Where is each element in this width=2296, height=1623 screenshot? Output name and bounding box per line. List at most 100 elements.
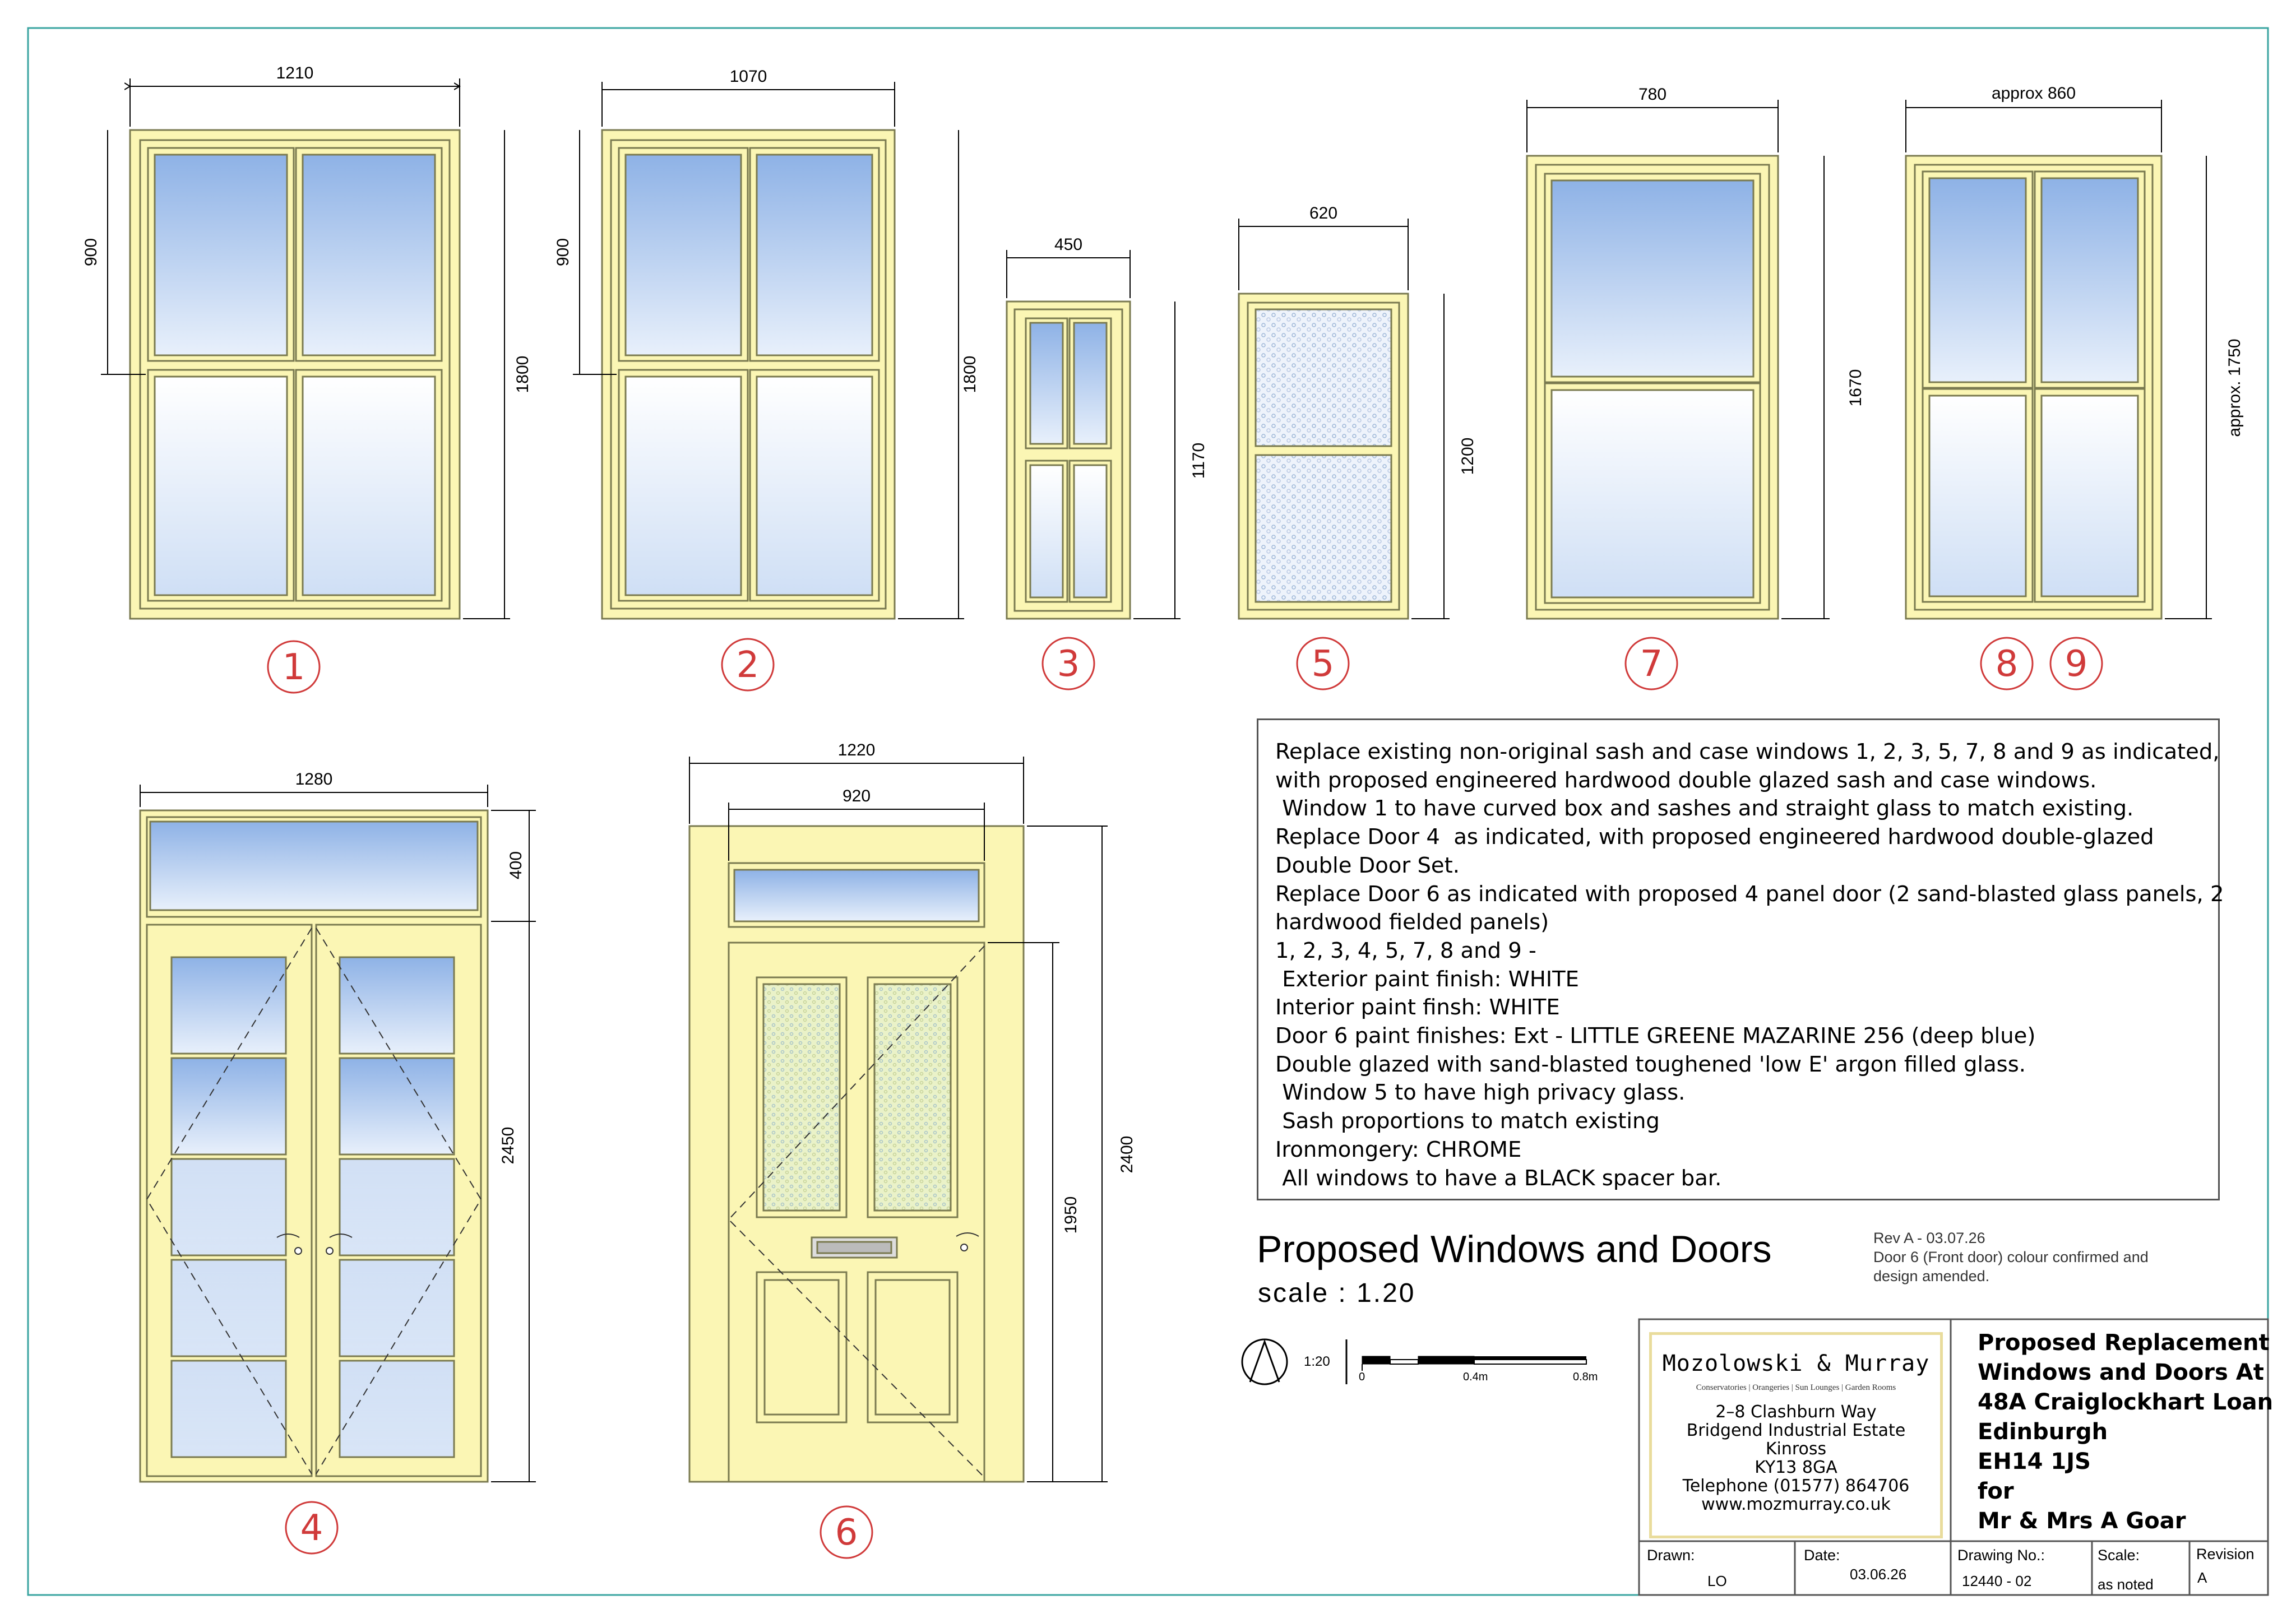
sheet-border bbox=[27, 27, 2269, 1596]
note-line: Double Door Set. bbox=[1275, 852, 1460, 878]
label-3: 3 bbox=[1057, 643, 1080, 685]
address-line: 2–8 Clashburn Way bbox=[1715, 1402, 1877, 1422]
dim-d4-height: 2450 bbox=[499, 1127, 517, 1165]
address-line: KY13 8GA bbox=[1755, 1458, 1837, 1477]
dim-w89-width: approx 860 bbox=[1992, 84, 2076, 103]
drawing-title: Proposed Windows and Doors bbox=[1257, 1228, 1772, 1270]
window-7 bbox=[1526, 155, 1779, 620]
dim-w7-height: 1670 bbox=[1846, 369, 1865, 407]
address-line: Kinross bbox=[1765, 1439, 1827, 1459]
client-line: EH14 1JS bbox=[1978, 1449, 2091, 1474]
note-line: Replace Door 4 as indicated, with propos… bbox=[1275, 824, 2154, 850]
dim-d6-height: 2400 bbox=[1118, 1136, 1136, 1174]
scale-tick-0: 0 bbox=[1359, 1371, 1365, 1383]
dim-w89-height: approx. 1750 bbox=[2225, 338, 2244, 437]
note-line: Sash proportions to match existing bbox=[1275, 1109, 1660, 1134]
label-8: 8 bbox=[1996, 643, 2019, 685]
client-line: Windows and Doors At bbox=[1978, 1360, 2264, 1385]
revision-note: Rev A - 03.07.26 Door 6 (Front door) col… bbox=[1873, 1228, 2149, 1286]
dim-w1-top: 900 bbox=[82, 238, 100, 266]
door-4 bbox=[139, 809, 489, 1483]
note-line: hardwood fielded panels) bbox=[1275, 910, 1549, 935]
company-box: Mozolowski & Murray Conservatories | Ora… bbox=[1649, 1332, 1943, 1538]
revision-line: Door 6 (Front door) colour confirmed and bbox=[1873, 1249, 2149, 1265]
note-line: 1, 2, 3, 4, 5, 7, 8 and 9 - bbox=[1275, 938, 1536, 963]
drawn-value: LO bbox=[1707, 1573, 1727, 1589]
dim-w5-width: 620 bbox=[1309, 204, 1337, 222]
note-line: Double glazed with sand-blasted toughene… bbox=[1275, 1051, 2026, 1077]
drawing-scale: scale : 1.20 bbox=[1258, 1278, 1416, 1308]
dim-d4-top: 400 bbox=[507, 851, 525, 879]
note-line: All windows to have a BLACK spacer bar. bbox=[1275, 1165, 1722, 1191]
company-address: 2–8 Clashburn Way Bridgend Industrial Es… bbox=[1652, 1403, 1940, 1514]
dim-w2-width: 1070 bbox=[730, 67, 767, 86]
scale-bar bbox=[1241, 1338, 1587, 1385]
note-line: with proposed engineered hardwood double… bbox=[1275, 767, 2097, 793]
dim-w7-width: 780 bbox=[1638, 85, 1667, 104]
scale-tick-2: 0.8m bbox=[1573, 1371, 1598, 1383]
window-5 bbox=[1238, 293, 1409, 620]
drawing-no-value: 12440 - 02 bbox=[1962, 1573, 2032, 1589]
label-4: 4 bbox=[300, 1508, 323, 1549]
dim-w2-height: 1800 bbox=[961, 356, 979, 393]
label-1: 1 bbox=[283, 647, 305, 688]
client-line: Mr & Mrs A Goar bbox=[1978, 1508, 2186, 1534]
revision-value: A bbox=[2197, 1569, 2207, 1586]
window-3 bbox=[1006, 300, 1131, 620]
label-2: 2 bbox=[737, 644, 760, 686]
scale-ratio: 1:20 bbox=[1304, 1354, 1330, 1369]
dim-w1-height: 1800 bbox=[513, 356, 532, 393]
scale-tick-1: 0.4m bbox=[1463, 1371, 1488, 1383]
window-1 bbox=[129, 129, 461, 620]
revision-label: Revision bbox=[2196, 1546, 2255, 1562]
note-line: Door 6 paint finishes: Ext - LITTLE GREE… bbox=[1275, 1023, 2036, 1049]
scale-value: as noted bbox=[2098, 1576, 2154, 1593]
label-6: 6 bbox=[835, 1512, 858, 1554]
item-labels: 1 2 3 5 7 8 9 4 6 bbox=[267, 637, 2103, 1559]
specification-notes: Replace existing non-original sash and c… bbox=[1257, 718, 2224, 1200]
client-line: Proposed Replacement bbox=[1978, 1330, 2270, 1356]
dim-d6-leaf: 1950 bbox=[1062, 1197, 1080, 1234]
dimension-lines bbox=[101, 78, 2212, 1482]
note-line: Ironmongery: CHROME bbox=[1275, 1137, 1522, 1162]
revision-line: Rev A - 03.07.26 bbox=[1873, 1230, 1985, 1246]
dim-w3-width: 450 bbox=[1054, 235, 1082, 254]
date-label: Date: bbox=[1804, 1547, 1840, 1564]
address-line: Telephone (01577) 864706 bbox=[1682, 1476, 1910, 1496]
client-line: Edinburgh bbox=[1978, 1419, 2108, 1445]
window-2 bbox=[601, 129, 896, 620]
dim-w1-width: 1210 bbox=[276, 64, 314, 82]
note-line: Interior paint finsh: WHITE bbox=[1275, 995, 1560, 1021]
dim-d6-width-outer: 1220 bbox=[838, 741, 876, 759]
label-9: 9 bbox=[2065, 643, 2088, 685]
drawn-label: Drawn: bbox=[1647, 1547, 1695, 1564]
note-line: Exterior paint finish: WHITE bbox=[1275, 966, 1579, 992]
title-block bbox=[1638, 1318, 2269, 1596]
company-tagline: Conservatories | Orangeries | Sun Lounge… bbox=[1696, 1383, 1896, 1392]
client-line: for bbox=[1978, 1478, 2014, 1504]
date-value: 03.06.26 bbox=[1850, 1566, 1907, 1583]
window-8-9 bbox=[1905, 155, 2163, 620]
note-line: Replace existing non-original sash and c… bbox=[1275, 739, 2220, 764]
label-5: 5 bbox=[1312, 643, 1335, 685]
door-6 bbox=[688, 825, 1025, 1483]
note-line: Window 5 to have high privacy glass. bbox=[1275, 1080, 1686, 1106]
note-line: Replace Door 6 as indicated with propose… bbox=[1275, 881, 2224, 907]
dim-w3-height: 1170 bbox=[1189, 443, 1208, 479]
address-line: Bridgend Industrial Estate bbox=[1686, 1421, 1906, 1440]
client-line: 48A Craiglockhart Loan bbox=[1978, 1389, 2274, 1415]
dim-d4-width: 1280 bbox=[295, 770, 333, 789]
revision-line: design amended. bbox=[1873, 1268, 1990, 1285]
dim-w2-top: 900 bbox=[554, 238, 572, 266]
dim-w5-height: 1200 bbox=[1459, 438, 1477, 475]
label-7: 7 bbox=[1640, 643, 1663, 685]
address-line: www.mozmurray.co.uk bbox=[1701, 1495, 1891, 1514]
project-client: Proposed Replacement Windows and Doors A… bbox=[1978, 1328, 2273, 1536]
note-line: Window 1 to have curved box and sashes a… bbox=[1275, 796, 2134, 822]
dim-d6-width-inner: 920 bbox=[843, 787, 871, 805]
drawing-no-label: Drawing No.: bbox=[1957, 1547, 2045, 1564]
company-name: Mozolowski & Murray bbox=[1662, 1351, 1930, 1376]
scale-label: Scale: bbox=[2098, 1547, 2140, 1564]
dimension-labels: 1210 900 1800 1070 900 1800 450 1170 620… bbox=[82, 64, 2244, 1234]
